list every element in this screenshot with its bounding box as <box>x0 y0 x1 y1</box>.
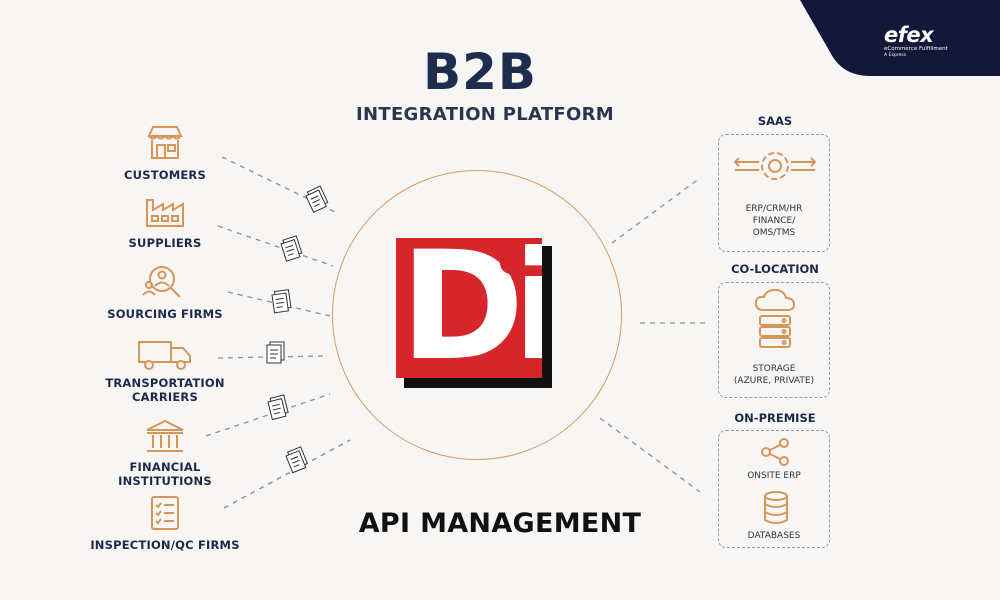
share-icon <box>761 438 789 466</box>
checklist-icon <box>151 496 179 530</box>
stakeholder-label: CUSTOMERS <box>124 168 206 182</box>
bank-icon <box>146 419 184 452</box>
stakeholder-label: INSPECTION/QC FIRMS <box>90 538 240 552</box>
onpremise-panel <box>718 430 830 548</box>
databases-text: DATABASES <box>747 531 801 541</box>
database-icon <box>764 491 788 524</box>
gear-arrows-icon <box>733 152 817 180</box>
factory-icon <box>146 199 184 227</box>
stakeholder-sourcing-firms: SOURCING FIRMS <box>60 263 270 321</box>
center-circle <box>332 170 622 460</box>
api-management-title: API MANAGEMENT <box>358 508 642 539</box>
colocation-title: CO-LOCATION <box>731 262 819 276</box>
brand-name: efex <box>884 23 934 47</box>
page-subtitle: INTEGRATION PLATFORM <box>356 104 614 125</box>
brand-tagline: eCommerce Fulfillment <box>884 46 948 52</box>
stakeholder-inspection: INSPECTION/QC FIRMS <box>60 494 270 552</box>
stakeholder-label: SUPPLIERS <box>128 236 202 250</box>
stakeholder-customers: CUSTOMERS <box>60 124 270 182</box>
colocation-text: STORAGE (AZURE, PRIVATE) <box>733 364 815 386</box>
di-logo-dot <box>500 252 522 274</box>
stakeholder-label: TRANSPORTATION CARRIERS <box>105 376 225 404</box>
cloud-server-icon <box>754 288 796 348</box>
magnifier-people-icon <box>142 266 181 298</box>
stakeholder-suppliers: SUPPLIERS <box>60 192 270 250</box>
onpremise-title: ON-PREMISE <box>734 411 816 425</box>
stakeholder-financial: FINANCIAL INSTITUTIONS <box>60 418 270 488</box>
onsite-erp-text: ONSITE ERP <box>747 471 801 481</box>
brand-sub: A Express <box>884 53 907 58</box>
saas-title: SAAS <box>757 114 793 128</box>
page-title: B2B <box>422 43 537 101</box>
efex-logo[interactable]: efex eCommerce Fulfillment A Express <box>884 24 954 59</box>
di-logo[interactable]: Di <box>396 238 542 378</box>
saas-text: ERP/CRM/HR FINANCE/ OMS/TMS <box>745 204 803 238</box>
stakeholder-transportation: TRANSPORTATION CARRIERS <box>60 338 270 404</box>
storefront-icon <box>147 126 183 159</box>
colocation-panel <box>718 282 830 398</box>
stakeholder-label: FINANCIAL INSTITUTIONS <box>118 460 212 488</box>
saas-panel <box>718 134 830 252</box>
stakeholder-label: SOURCING FIRMS <box>107 307 223 321</box>
truck-icon <box>138 341 191 370</box>
